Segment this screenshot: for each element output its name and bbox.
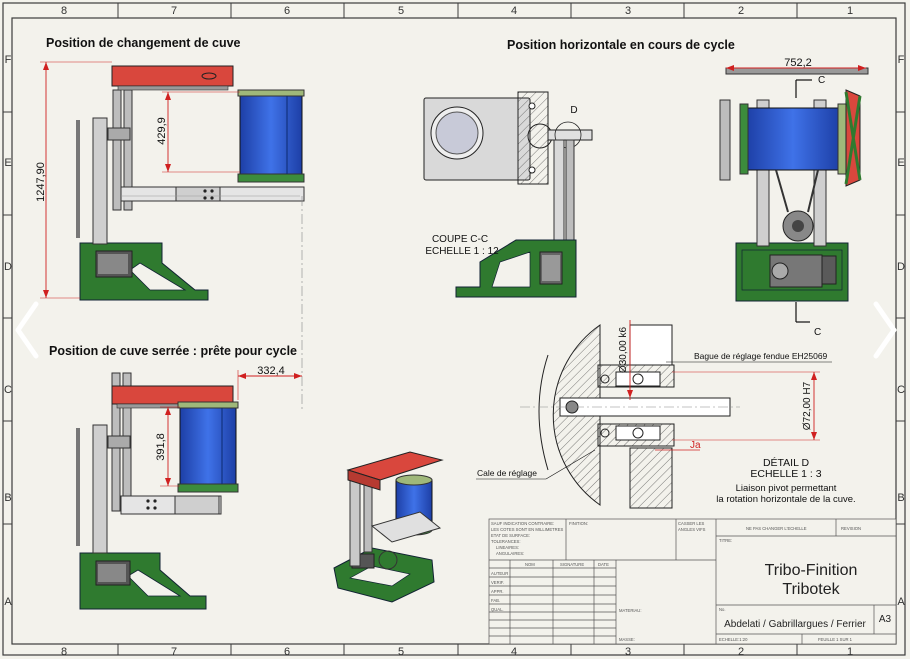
mass-label: MASSE: xyxy=(619,637,635,642)
row-label-right: E xyxy=(897,157,904,169)
col-label-bottom: 4 xyxy=(511,646,517,658)
view-title-horizontal: Position horizontale en cours de cycle xyxy=(507,38,735,52)
role-label: VERIF. xyxy=(491,580,504,585)
col-label-top: 3 xyxy=(625,5,631,17)
detail-scale: ECHELLE 1 : 3 xyxy=(750,468,821,480)
dim-overall-height: 1247,90 xyxy=(35,162,47,202)
cut-letter-bottom: C xyxy=(814,327,821,338)
detail-letter-d: D xyxy=(570,105,577,116)
detail-caption-2: la rotation horizontale de la cuve. xyxy=(716,494,855,505)
dim-clamped-stroke: 391,8 xyxy=(155,433,167,461)
dim-play: Ja xyxy=(690,440,701,451)
view-change-position: 1247,90 429,9 xyxy=(35,61,305,410)
drawing-number-label: No. xyxy=(719,607,726,612)
row-label-right: A xyxy=(897,596,905,608)
note-line: SAUF INDICATION CONTRAIRE: xyxy=(491,521,554,526)
note-line: TOLERANCES: xyxy=(491,539,520,544)
col-label-bottom: 2 xyxy=(738,646,744,658)
title-block-text: SAUF INDICATION CONTRAIRE: LES COTES SON… xyxy=(491,521,861,642)
drawing-title-line2: Tribotek xyxy=(782,581,840,598)
no-scale-note: NE PAS CHANGER L'ECHELLE xyxy=(746,526,807,531)
material-label: MATERIAU: xyxy=(619,608,642,613)
row-label-right: C xyxy=(897,384,905,396)
detail-title: DÉTAIL D xyxy=(763,456,810,469)
revision-label: REVISION xyxy=(841,526,861,531)
col-label-top: 6 xyxy=(284,5,290,17)
column-markers-bottom xyxy=(117,644,798,655)
col-label-bottom: 3 xyxy=(625,646,631,658)
row-label-left: A xyxy=(4,596,12,608)
note-line: ETAT DE SURFACE: xyxy=(491,533,530,538)
col-label-bottom: 5 xyxy=(398,646,404,658)
role-label: APPR. xyxy=(491,589,504,594)
col-label-top: 7 xyxy=(171,5,177,17)
col-label-top: 1 xyxy=(847,5,853,17)
role-label: FAB. xyxy=(491,598,500,603)
row-markers xyxy=(3,111,905,525)
row-label-left: D xyxy=(4,261,12,273)
row-label-left: B xyxy=(4,492,11,504)
view-detail-d: Ø30,00 k6 Ø72,00 H7 Ja Bague de réglage … xyxy=(476,320,856,509)
col-label-bottom: 1 xyxy=(847,646,853,658)
callout-ring: Bague de réglage fendue EH25069 xyxy=(694,351,828,361)
paper-format: A3 xyxy=(879,614,892,625)
dim-width-top: 752,2 xyxy=(784,57,812,69)
section-scale: ECHELLE 1 : 12 xyxy=(425,246,499,257)
row-label-left: C xyxy=(4,384,12,396)
scale-label: ECHELLE:1:20 xyxy=(719,637,748,642)
row-label-right: B xyxy=(897,492,904,504)
col-label-top: 4 xyxy=(511,5,517,17)
col-label-top: 2 xyxy=(738,5,744,17)
chevron-left-icon xyxy=(15,301,39,359)
dim-clamped-offset: 332,4 xyxy=(257,365,285,377)
col-label-bottom: 8 xyxy=(61,646,67,658)
view-clamped-position: 391,8 332,4 xyxy=(76,365,302,610)
dim-change-stroke: 429,9 xyxy=(156,117,168,145)
chevron-right-icon xyxy=(873,301,897,359)
previous-image-button[interactable] xyxy=(10,300,44,360)
col-label-bottom: 7 xyxy=(171,646,177,658)
drawing-title-line1: Tribo-Finition xyxy=(765,562,858,579)
column-markers-top xyxy=(117,3,798,18)
header-name: NOM xyxy=(525,562,535,567)
note-line: LES COTES SONT EN MILLIMETRES xyxy=(491,527,563,532)
dim-housing: Ø72,00 H7 xyxy=(802,381,813,430)
break-edges-1: CASSER LES xyxy=(678,521,705,526)
view-isometric xyxy=(333,451,444,603)
title-label: TITRE: xyxy=(719,538,732,543)
dim-bore: Ø30,00 k6 xyxy=(618,326,629,373)
header-signature: SIGNATURE xyxy=(560,562,584,567)
cut-letter-top: C xyxy=(818,75,825,86)
row-label-right: F xyxy=(898,54,905,66)
view-title-change: Position de changement de cuve xyxy=(46,36,241,50)
view-front: 752,2 C C xyxy=(719,57,869,338)
finish-label: FINITION: xyxy=(569,521,588,526)
title-block xyxy=(488,518,897,645)
view-section-cc: D COUPE C-C ECHELLE 1 : 12 xyxy=(423,91,593,298)
callout-shim: Cale de réglage xyxy=(477,468,537,478)
row-label-left: E xyxy=(4,157,11,169)
row-label-left: F xyxy=(5,54,12,66)
role-label: QUAL. xyxy=(491,607,504,612)
col-label-bottom: 6 xyxy=(284,646,290,658)
role-label: AUTEUR xyxy=(491,571,508,576)
section-label: COUPE C-C xyxy=(432,234,488,245)
col-label-top: 8 xyxy=(61,5,67,17)
note-line: ANGULAIRES: xyxy=(496,551,524,556)
note-line: LINEAIRES: xyxy=(496,545,519,550)
header-date: DATE xyxy=(598,562,609,567)
view-title-clamped: Position de cuve serrée : prête pour cyc… xyxy=(49,344,297,358)
col-label-top: 5 xyxy=(398,5,404,17)
break-edges-2: ANGLES VIFS xyxy=(678,527,706,532)
next-image-button[interactable] xyxy=(868,300,902,360)
row-label-right: D xyxy=(897,261,905,273)
authors: Abdelati / Gabrillargues / Ferrier xyxy=(724,619,866,630)
detail-caption-1: Liaison pivot permettant xyxy=(736,483,837,494)
sheet-label: FEUILLE 1 SUR 1 xyxy=(818,637,853,642)
